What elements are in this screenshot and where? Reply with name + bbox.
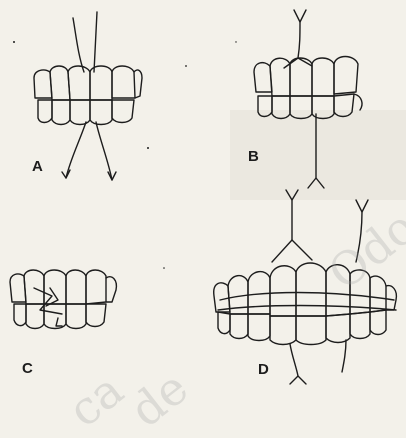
figure-label-a: A [32,158,43,175]
figure-label-c: C [22,360,33,377]
figure-label-b: B [248,148,259,165]
figure-label-d: D [258,361,269,378]
dental-diagram [0,0,406,386]
